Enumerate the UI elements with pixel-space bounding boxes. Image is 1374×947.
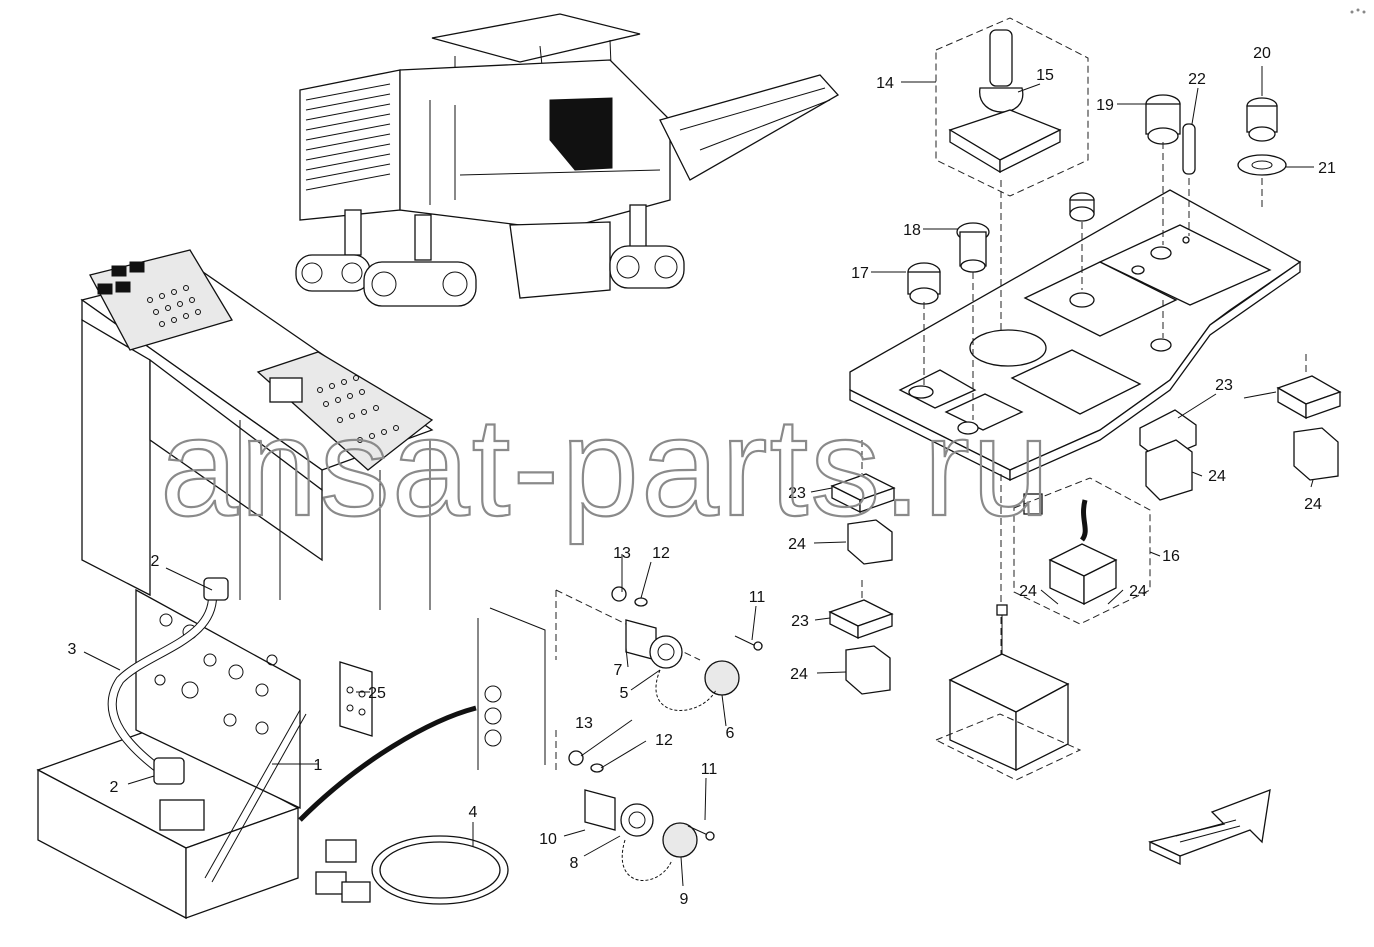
panel-and-cable-illustration: [298, 607, 546, 905]
callout-10: 10: [539, 831, 557, 848]
callout-15: 15: [1036, 67, 1054, 84]
joystick-unit: [935, 17, 1089, 197]
callout-24d: 24: [1129, 583, 1147, 600]
callout-9: 9: [680, 891, 689, 908]
watermark: ansat-parts.ru: [160, 388, 1052, 545]
callout-22: 22: [1188, 71, 1206, 88]
console-buttons: [147, 285, 399, 443]
corner-mark-icon: [1350, 8, 1366, 14]
milling-machine-illustration: [295, 13, 840, 307]
callout-1: 1: [314, 757, 323, 774]
engine-grille: [305, 83, 391, 191]
callout-8: 8: [570, 855, 579, 872]
callout-25: 24: [1208, 468, 1226, 485]
plate-components: [828, 94, 1342, 695]
callout-3: 3: [68, 641, 77, 658]
callout-26: 25: [368, 685, 386, 702]
callout-19: 19: [1096, 97, 1114, 114]
callout-4: 4: [469, 804, 478, 821]
callout-20: 20: [1253, 45, 1271, 62]
leader-lines: [83, 66, 1314, 887]
callout-13b: 13: [575, 715, 593, 732]
callout-14: 14: [876, 75, 894, 92]
callout-2b: 2: [110, 779, 119, 796]
callout-labels: 1 2 2 3 4 5 6 7 8 9 10 11 11 12 12 13 13…: [68, 45, 1336, 908]
relay-part: [339, 661, 373, 737]
connector-group-upper: [555, 586, 763, 711]
callout-23b: 23: [788, 485, 806, 502]
callout-12a: 12: [652, 545, 670, 562]
callout-24c: 24: [1019, 583, 1037, 600]
callout-23c: 23: [791, 613, 809, 630]
callout-16: 16: [1162, 548, 1180, 565]
callout-12b: 12: [655, 732, 673, 749]
connector-group-lower: [555, 730, 715, 881]
direction-arrow-icon: [1148, 788, 1271, 866]
callout-21: 21: [1318, 160, 1336, 177]
callout-17: 17: [851, 265, 869, 282]
callout-5: 5: [620, 685, 629, 702]
box-lid-holes: [154, 613, 278, 735]
callout-11b: 11: [701, 761, 718, 778]
control-plate: [849, 189, 1302, 482]
callout-11a: 11: [749, 589, 766, 606]
control-console-illustration: [80, 249, 434, 610]
callout-23a: 23: [1215, 377, 1233, 394]
callout-24a: 24: [1304, 496, 1322, 513]
callout-7: 7: [614, 662, 623, 679]
callout-18: 18: [903, 222, 921, 239]
junction-box-illustration: [36, 577, 307, 920]
callout-13a: 13: [613, 545, 631, 562]
callout-24b: 24: [788, 536, 806, 553]
callout-6: 6: [726, 725, 735, 742]
callout-24e: 24: [790, 666, 808, 683]
callout-2a: 2: [151, 553, 160, 570]
joystick-base-assembly: [934, 477, 1151, 781]
